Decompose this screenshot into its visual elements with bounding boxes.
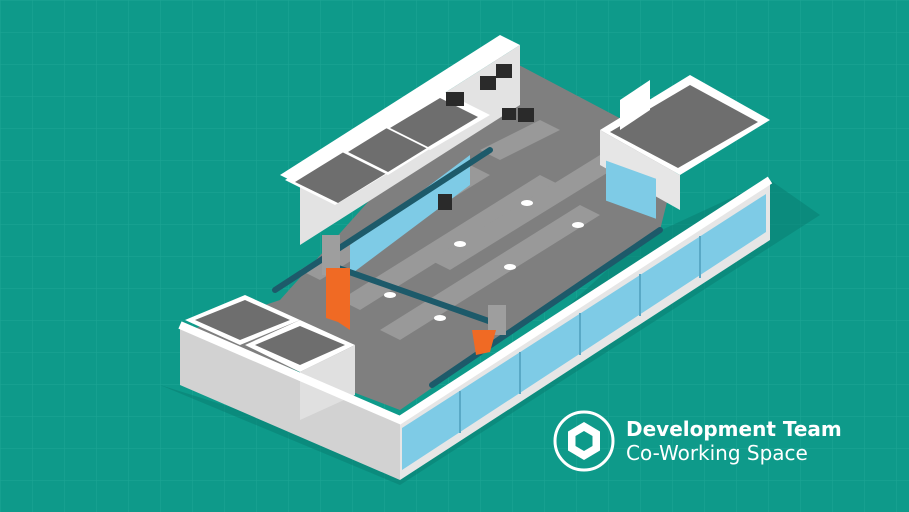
curtain-posts <box>322 235 506 335</box>
workstation-monitors <box>438 64 534 210</box>
right-room <box>600 75 770 219</box>
wall-rim <box>178 176 773 425</box>
left-rooms <box>285 90 490 205</box>
caption-text: Development Team Co-Working Space <box>626 417 842 465</box>
ceiling-lights <box>384 200 584 321</box>
orange-curtains <box>326 268 496 355</box>
curtain-rails <box>272 147 663 388</box>
glass-mullions <box>459 236 701 433</box>
front-left-rooms <box>185 295 355 420</box>
hexagon-nut-icon <box>553 410 615 472</box>
caption: Development Team Co-Working Space <box>552 409 842 473</box>
front-glass-wall <box>402 194 766 470</box>
caption-subtitle: Co-Working Space <box>626 441 808 465</box>
left-wall-side <box>180 325 400 480</box>
caption-title: Development Team <box>626 417 842 441</box>
office-floor <box>190 55 680 410</box>
